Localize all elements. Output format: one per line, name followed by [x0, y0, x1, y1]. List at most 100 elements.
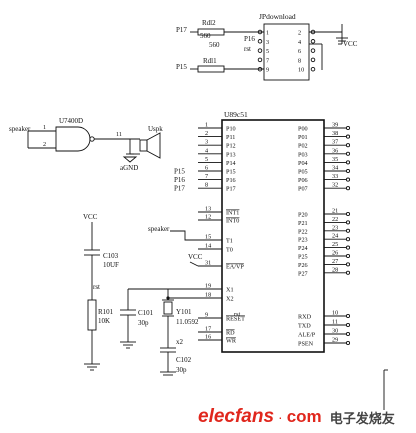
jpdownload-body — [263, 23, 310, 81]
mcu-pin-num-36: 36 — [332, 147, 338, 154]
mcu-pin-name-ale-p: ALE/P — [298, 332, 316, 339]
mcu-pin-name-p10: P10 — [226, 126, 236, 133]
mcu-pin-num-32: 32 — [332, 182, 338, 189]
speaker-ref: Uspk — [148, 125, 163, 133]
c103-value: 10UF — [103, 261, 119, 269]
r101-value: 10K — [98, 317, 110, 325]
watermark-dot: · — [278, 409, 283, 425]
jp-pin-connector — [310, 48, 316, 53]
mcu-pin-name-p02: P02 — [298, 143, 308, 150]
mcu-pin-name-p24: P24 — [298, 245, 308, 252]
jpdownload-ref: JPdownload — [259, 12, 296, 21]
mcu-pin-name-p22: P22 — [298, 228, 308, 235]
mcu-pin-connector — [345, 322, 351, 328]
gate-pin-b: 2 — [43, 141, 46, 148]
ea-net-wire — [189, 261, 199, 267]
c102-ref: C102 — [176, 356, 192, 364]
mcu-pin-num-29: 29 — [332, 337, 338, 344]
gate-pin-out: 11 — [116, 131, 122, 138]
mcu-pin-name-rd: RD — [226, 330, 235, 337]
net-label-p16-top: P16 — [244, 35, 255, 43]
mcu-pin-name-t1: T1 — [226, 238, 233, 245]
mcu-pin-name-ea/vp: EA/VP — [226, 264, 244, 271]
mcu-pin-name-reset: RESET — [226, 316, 245, 323]
agnd-label: aGND — [120, 164, 138, 172]
speaker-driver: speaker 1 2 U7400D 11 Uspk aGND — [9, 117, 163, 172]
mcu-pin-num-7: 7 — [205, 173, 208, 180]
mcu-pin-connector — [345, 143, 351, 148]
mcu-net-p15: P15 — [174, 168, 185, 176]
mcu-pin-connector — [345, 168, 351, 174]
c101-value: 30p — [138, 319, 149, 327]
mcu-pin-name-p23: P23 — [298, 237, 308, 244]
rdl2-value-2: 560 — [209, 41, 220, 49]
mcu-pin-connector — [345, 211, 351, 217]
mcu-body — [221, 119, 325, 353]
mcu-pin-num-30: 30 — [332, 328, 338, 335]
mcu-pin-connector — [345, 253, 351, 259]
mcu-pin-num-25: 25 — [332, 241, 338, 248]
vcc-label-top: VCC — [343, 40, 358, 48]
mcu-pin-name-p05: P05 — [298, 169, 308, 176]
mcu-pin-connector — [345, 220, 351, 225]
mcu-pin-name-int1: INT1 — [226, 210, 239, 217]
jp-pin-connector — [257, 39, 263, 44]
clock-circuit: C101 30p Y101 11.0592 x2 C102 30p — [120, 288, 206, 376]
mcu-pin-num-37: 37 — [332, 139, 338, 146]
jp-pin-connector — [310, 39, 316, 44]
jp-pin-8: 8 — [298, 57, 301, 64]
mcu-pin-connector — [345, 228, 351, 233]
jp-pin-10: 10 — [298, 67, 304, 74]
jp-pin-connector — [310, 57, 316, 63]
mcu-pin-connector — [345, 151, 351, 156]
mcu-pin-connector — [345, 262, 351, 267]
mcu-pin-num-23: 23 — [332, 224, 338, 231]
mcu-net-rst: rst — [234, 311, 240, 318]
mcu-pin-num-19: 19 — [205, 283, 211, 290]
jp-pin-connector — [310, 66, 316, 72]
r101-body — [87, 299, 97, 331]
mcu-pin-num-38: 38 — [332, 130, 338, 137]
mcu-pin-num-1: 1 — [205, 122, 208, 129]
r101-ref: R101 — [98, 308, 114, 316]
mcu-pin-num-9: 9 — [205, 312, 208, 319]
jp-pin-9: 9 — [266, 67, 269, 74]
mcu: U89c51 1P102P113P124P135P146P15P157P16P1… — [148, 110, 351, 353]
reset-vcc-label: VCC — [83, 213, 98, 221]
mcu-pin-name-p00: P00 — [298, 126, 308, 133]
mcu-net-vcc: VCC — [188, 253, 203, 261]
watermark-cn: 电子发烧友 — [329, 411, 395, 427]
watermark: elecfans · com 电子发烧友 — [198, 405, 408, 429]
jp-pin-connector — [257, 48, 263, 53]
mcu-pin-num-2: 2 — [205, 130, 208, 137]
mcu-pin-connector — [345, 160, 351, 165]
mcu-net-speaker: speaker — [148, 225, 170, 233]
mcu-pin-connector — [345, 125, 351, 131]
mcu-pin-connector — [345, 177, 351, 182]
mcu-pin-num-39: 39 — [332, 122, 338, 129]
mcu-pin-name-p11: P11 — [226, 134, 235, 141]
mcu-pin-name-p26: P26 — [298, 262, 308, 269]
mcu-pin-num-6: 6 — [205, 165, 208, 172]
jp-pin-5: 5 — [266, 48, 269, 55]
mcu-ref: U89c51 — [224, 110, 248, 119]
mcu-pin-num-34: 34 — [332, 165, 338, 172]
mcu-pin-num-8: 8 — [205, 182, 208, 189]
rdl2-value: 560 — [200, 32, 211, 40]
mcu-pin-num-5: 5 — [205, 156, 208, 163]
mcu-pin-num-11: 11 — [332, 319, 338, 326]
mcu-pin-name-p20: P20 — [298, 212, 308, 219]
watermark-suffix: com — [286, 407, 322, 426]
y101-ref: Y101 — [176, 308, 192, 316]
mcu-pin-name-psen: PSEN — [298, 341, 314, 348]
mcu-pin-num-3: 3 — [205, 139, 208, 146]
jp-pin-3: 3 — [266, 39, 269, 46]
mcu-pin-connector — [345, 340, 351, 346]
mcu-pin-name-p01: P01 — [298, 134, 308, 141]
mcu-pin-name-x1: X1 — [226, 287, 234, 294]
mcu-pin-num-17: 17 — [205, 326, 211, 333]
mcu-pin-num-26: 26 — [332, 250, 338, 257]
c103-ref: C103 — [103, 252, 119, 260]
mcu-pin-connector — [345, 313, 351, 319]
